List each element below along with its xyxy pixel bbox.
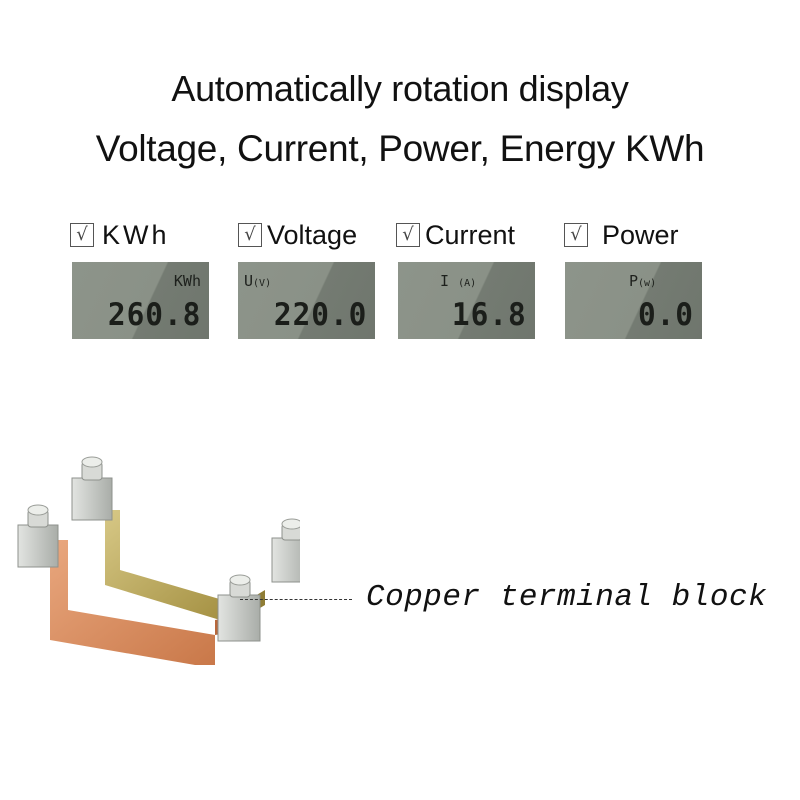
option-power: √ Power (564, 218, 679, 252)
lcd-value: 220.0 (273, 297, 367, 333)
lcd-display-energy: KWh 260.8 (72, 262, 209, 339)
lcd-display-power: P(w) 0.0 (565, 262, 702, 339)
checkbox-checked-icon: √ (564, 223, 588, 247)
lcd-value: 16.8 (452, 297, 527, 333)
copper-terminal-block-image (17, 456, 300, 665)
checkbox-checked-icon: √ (70, 223, 94, 247)
checkbox-checked-icon: √ (238, 223, 262, 247)
caption-leader-line (240, 599, 352, 600)
option-label: Current (425, 219, 516, 250)
terminal-screw-front-right (217, 574, 261, 642)
lcd-unit: U(V) (244, 272, 272, 290)
lcd-display-voltage: U(V) 220.0 (238, 262, 375, 339)
option-current: √ Current (396, 218, 515, 252)
terminal-screw-back-right (271, 518, 300, 583)
lcd-unit: KWh (173, 272, 201, 290)
headline-subtitle: Voltage, Current, Power, Energy KWh (95, 128, 705, 169)
option-label: Voltage (267, 219, 358, 250)
lcd-unit: I (A) (440, 272, 477, 290)
lcd-display-current: I (A) 16.8 (398, 262, 535, 339)
lcd-value: 260.8 (107, 297, 201, 333)
option-voltage: √ Voltage (238, 218, 357, 252)
product-caption: Copper terminal block (366, 580, 768, 615)
checkbox-checked-icon: √ (396, 223, 420, 247)
lcd-unit: P(w) (629, 272, 657, 290)
option-label: KWh (102, 219, 170, 250)
option-label: Power (602, 219, 679, 250)
terminal-screw-front-left (17, 504, 59, 568)
lcd-value: 0.0 (637, 297, 694, 333)
option-kwh: √ KWh (70, 218, 170, 252)
headline-title: Automatically rotation display (171, 68, 629, 109)
terminal-screw-back-left (71, 456, 113, 521)
